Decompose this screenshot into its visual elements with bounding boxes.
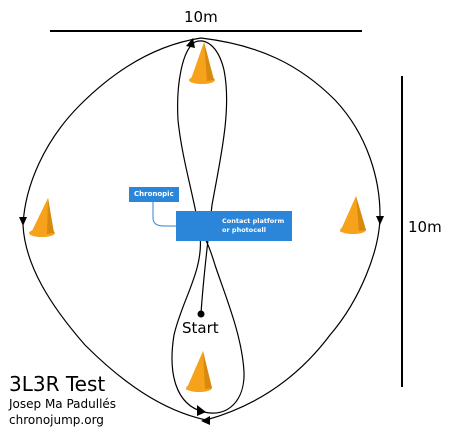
test-title: 3L3R Test bbox=[9, 372, 106, 396]
arrow-bottom-icon bbox=[201, 416, 210, 425]
platform-label-line2: or photocell bbox=[222, 226, 266, 234]
platform-label-line1: Contact platform bbox=[222, 217, 285, 225]
bottom-cone-icon bbox=[186, 351, 212, 392]
start-label: Start bbox=[182, 319, 219, 337]
chronopic-connector bbox=[152, 202, 176, 227]
arrow-left-icon bbox=[19, 217, 27, 226]
author-label: Josep Ma Padullés bbox=[9, 397, 117, 411]
arrow-right-icon bbox=[376, 216, 384, 225]
top-dimension-label: 10m bbox=[184, 8, 218, 26]
start-dot bbox=[197, 310, 205, 318]
chronopic-label: Chronopic bbox=[134, 190, 174, 198]
arrow-top-icon bbox=[186, 38, 195, 48]
arrow-bottom-left-icon bbox=[197, 405, 206, 416]
left-cone-icon bbox=[29, 198, 55, 237]
contact-platform-box: Contact platform or photocell bbox=[176, 211, 292, 241]
right-cone-icon bbox=[340, 196, 366, 234]
website-label: chronojump.org bbox=[9, 413, 104, 427]
top-cone-icon bbox=[189, 42, 215, 84]
side-dimension-label: 10m bbox=[408, 218, 442, 236]
chronopic-box: Chronopic bbox=[129, 187, 179, 202]
